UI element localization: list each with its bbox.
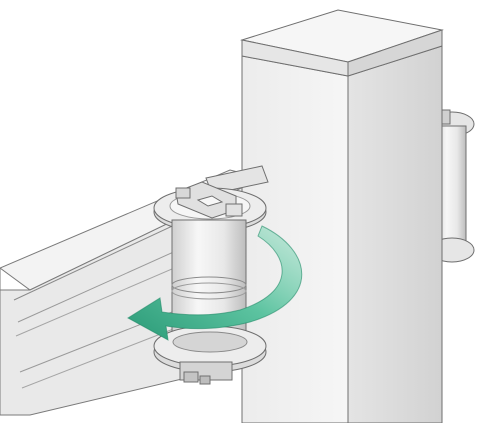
main-hinge [153, 165, 269, 385]
rotation-arrow-icon [127, 225, 303, 341]
gate-post [240, 9, 444, 423]
